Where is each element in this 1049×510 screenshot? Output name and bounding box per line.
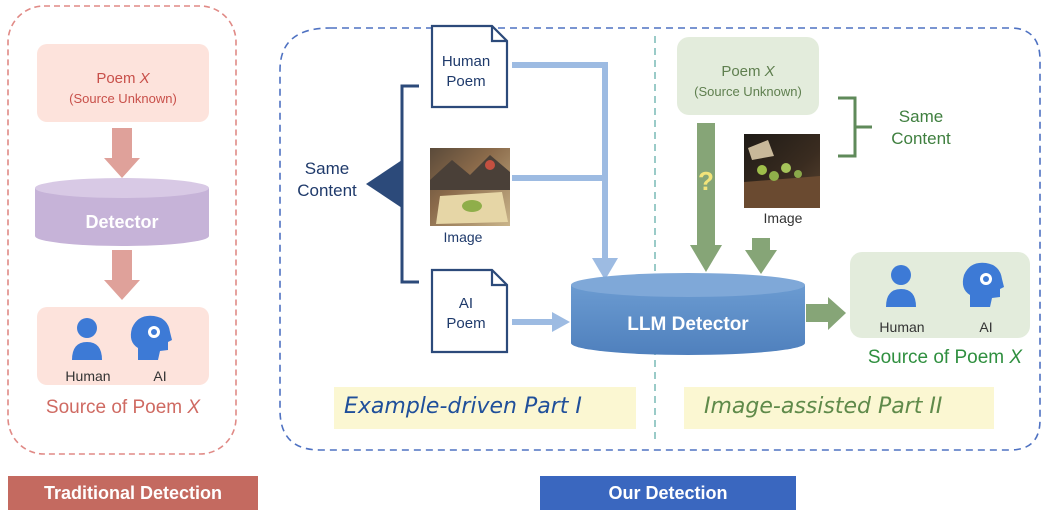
image-label-left: Image: [443, 229, 483, 245]
question-mark-icon: ?: [698, 166, 714, 196]
same-content-bracket-right: [838, 96, 857, 158]
poem-image-left: [430, 148, 510, 226]
our-detection-banner: Our Detection: [540, 476, 796, 510]
ai-label-ours: AI: [979, 319, 993, 335]
our-panel-border: [279, 27, 1041, 451]
detector-label: Detector: [85, 212, 159, 232]
poem-x-box-traditional: [37, 44, 209, 122]
human-label-traditional: Human: [65, 368, 111, 384]
ai-head-icon: [130, 315, 172, 360]
llm-detector-cylinder: [571, 285, 805, 355]
same-content-bracket: [400, 84, 419, 284]
poem-image-right: [744, 134, 820, 208]
poem-x-subtitle-ours: (Source Unknown): [694, 84, 802, 99]
source-label-ours: Source of Poem X: [867, 347, 1023, 368]
poem-x-title-ours: Poem X: [721, 63, 775, 80]
human-poem-doc: [430, 24, 509, 109]
poem-x-subtitle-traditional: (Source Unknown): [69, 91, 177, 106]
source-label-traditional: Source of Poem X: [45, 397, 201, 418]
poem-x-title-traditional: Poem X: [96, 70, 150, 87]
part2-highlight: [684, 387, 994, 429]
part1-label: Example-driven Part I: [344, 394, 582, 419]
ai-label-traditional: AI: [153, 368, 167, 384]
traditional-detection-banner: Traditional Detection: [8, 476, 258, 510]
llm-detector-label: LLM Detector: [627, 314, 749, 335]
human-label-ours: Human: [879, 319, 925, 335]
traditional-panel-border: [7, 5, 237, 455]
part1-highlight: [334, 387, 636, 429]
human-icon-right: [886, 265, 916, 307]
human-icon: [72, 318, 102, 360]
ai-poem-doc: [430, 268, 509, 354]
image-label-right: Image: [763, 210, 803, 226]
ai-head-icon-right: [962, 262, 1004, 307]
poem-x-box-ours: [677, 37, 819, 115]
detector-cylinder: [35, 188, 209, 246]
part2-label: Image-assisted Part II: [704, 394, 943, 419]
example-arrows: [512, 62, 608, 325]
